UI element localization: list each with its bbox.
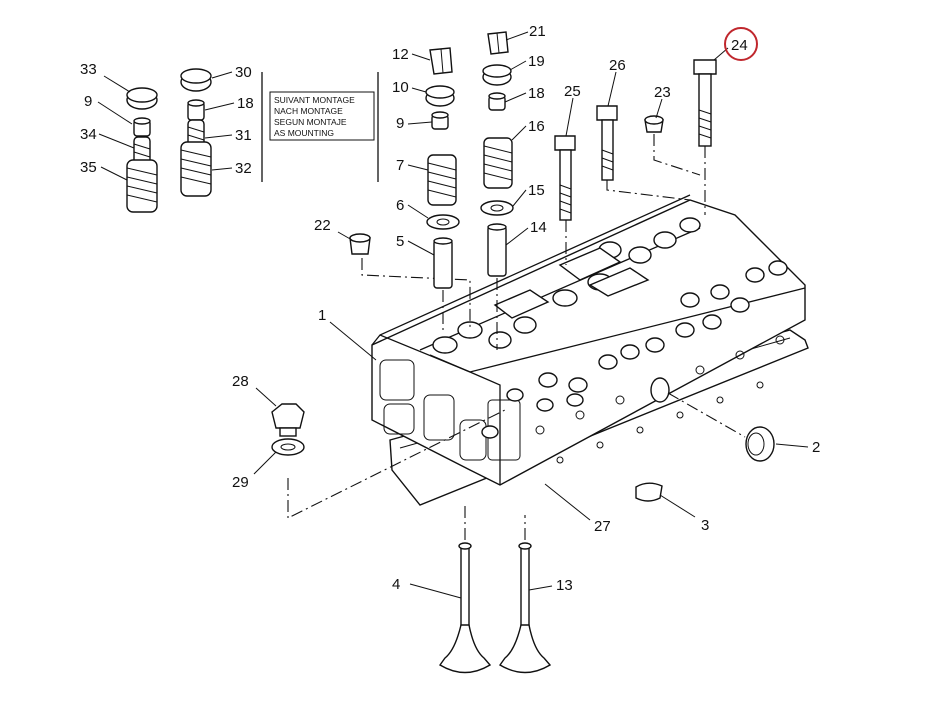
guide-5 (433, 237, 453, 289)
seal-9-centre (431, 111, 449, 130)
plug-3 (635, 482, 663, 502)
valve-13 (498, 542, 552, 674)
seal-18-left (187, 99, 205, 121)
label-1: 1 (318, 307, 326, 324)
label-12: 12 (392, 46, 409, 63)
bolt-24 (693, 59, 717, 147)
note-line-1: SUIVANT MONTAGE (274, 95, 355, 105)
label-5: 5 (396, 233, 404, 250)
plug-22 (349, 233, 371, 255)
label-26: 26 (609, 57, 626, 74)
label-29: 29 (232, 474, 249, 491)
label-35: 35 (80, 159, 97, 176)
label-4: 4 (392, 576, 400, 593)
label-25: 25 (564, 83, 581, 100)
spring-32 (180, 141, 212, 197)
plug-28 (271, 403, 305, 437)
bolt-25 (554, 135, 576, 221)
valve-seats (432, 217, 788, 439)
label-9-left: 9 (84, 93, 92, 110)
leader-lines (97, 31, 809, 599)
label-32: 32 (235, 160, 252, 177)
label-21: 21 (529, 23, 546, 40)
cylinder-head (371, 194, 809, 506)
part-number-labels: 33 9 34 35 30 18 31 32 12 10 9 7 6 5 21 … (80, 23, 820, 594)
spring-35 (126, 159, 158, 213)
label-16: 16 (528, 118, 545, 135)
label-27: 27 (594, 518, 611, 535)
label-31: 31 (235, 127, 252, 144)
washer-29 (271, 438, 305, 456)
plug-2 (745, 426, 775, 462)
label-14: 14 (530, 219, 547, 236)
label-30: 30 (235, 64, 252, 81)
label-2: 2 (812, 439, 820, 456)
washer-6 (426, 214, 460, 230)
note-line-2: NACH MONTAGE (274, 106, 343, 116)
label-13: 13 (556, 577, 573, 594)
cap-33 (126, 87, 158, 110)
label-15: 15 (528, 182, 545, 199)
collet-21 (487, 31, 509, 55)
valve-4 (438, 542, 492, 674)
label-3: 3 (701, 517, 709, 534)
cap-30 (180, 68, 212, 92)
highlight-circle-24 (724, 27, 758, 61)
retainer-10 (425, 85, 455, 107)
label-33: 33 (80, 61, 97, 78)
mounting-note-box: SUIVANT MONTAGE NACH MONTAGE SEGUN MONTA… (269, 91, 375, 141)
spring-16 (483, 137, 513, 189)
label-34: 34 (80, 126, 97, 143)
plug-23 (644, 115, 664, 133)
label-19: 19 (528, 53, 545, 70)
label-6: 6 (396, 197, 404, 214)
collet-12 (429, 47, 453, 75)
label-18-left: 18 (237, 95, 254, 112)
label-7: 7 (396, 157, 404, 174)
spring-7 (427, 154, 457, 206)
label-28: 28 (232, 373, 249, 390)
seal-9-left (133, 117, 151, 137)
label-9-centre: 9 (396, 115, 404, 132)
label-24: 24 (731, 37, 748, 54)
note-line-4: AS MOUNTING (274, 128, 334, 138)
bolt-26 (596, 105, 618, 181)
guide-14 (487, 223, 507, 277)
label-18-centre: 18 (528, 85, 545, 102)
washer-15 (480, 200, 514, 216)
note-line-3: SEGUN MONTAJE (274, 117, 347, 127)
seal-18-centre (488, 92, 506, 111)
label-22: 22 (314, 217, 331, 234)
label-23: 23 (654, 84, 671, 101)
label-10: 10 (392, 79, 409, 96)
retainer-19 (482, 64, 512, 86)
